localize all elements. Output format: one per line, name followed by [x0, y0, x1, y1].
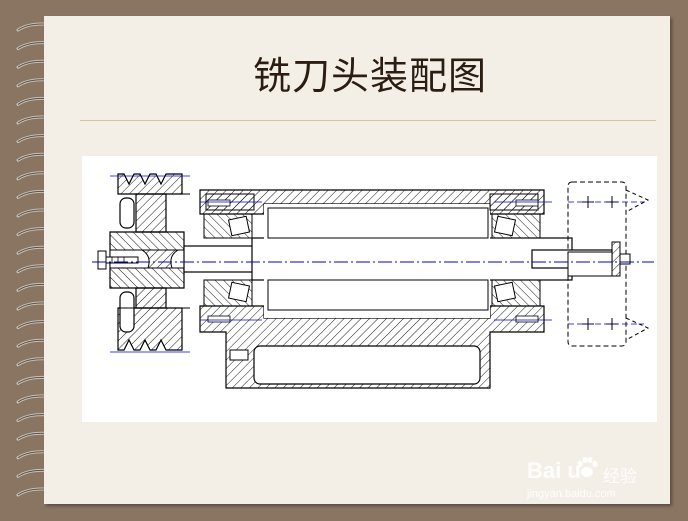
watermark-label: 经验	[603, 467, 637, 486]
watermark-brand: Bai u	[527, 458, 581, 483]
center-lines	[92, 201, 654, 325]
title-divider	[80, 120, 656, 121]
milling-head-assembly-svg	[92, 173, 654, 389]
v-belt-pulley	[97, 173, 190, 353]
baidu-watermark: Bai u 经验 jingyan.baidu.com	[527, 456, 667, 508]
watermark-url: jingyan.baidu.com	[527, 488, 616, 500]
housing	[199, 189, 545, 389]
paw-logo-icon	[577, 456, 598, 477]
assembly-drawing	[82, 156, 657, 422]
page-title: 铣刀头装配图	[252, 54, 487, 98]
